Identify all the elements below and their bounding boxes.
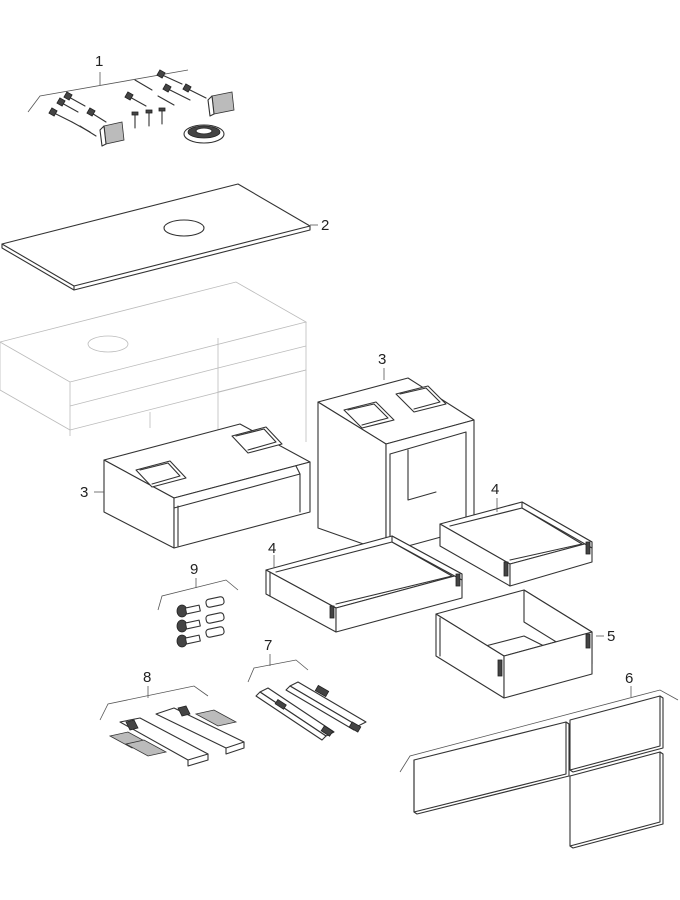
part-3-tall-cabinet: 3 — [317, 351, 475, 553]
part-3-low-cabinet: 3 — [80, 423, 311, 549]
part-1-mounting-kit: 1 — [27, 53, 235, 147]
label-part-8: 8 — [143, 669, 151, 686]
part-5-deep-drawer: 5 — [435, 589, 615, 699]
part-4-drawer-large: 4 — [265, 535, 463, 633]
label-part-7: 7 — [264, 637, 272, 654]
part-7-drawer-runners: 7 — [247, 637, 367, 741]
label-part-6: 6 — [625, 670, 633, 687]
part-6-front-panels: 6 — [399, 670, 679, 849]
part-4-drawer-small: 4 — [439, 481, 593, 587]
label-part-9: 9 — [190, 561, 198, 578]
label-part-3-left: 3 — [80, 484, 88, 501]
part-9-screw-set: 9 — [157, 561, 239, 648]
label-part-4-right: 4 — [491, 481, 499, 498]
label-part-3-right: 3 — [378, 351, 386, 368]
label-part-2: 2 — [321, 217, 329, 234]
label-part-4-left: 4 — [268, 540, 276, 557]
label-part-1: 1 — [95, 53, 103, 70]
assembled-cabinet-outline — [0, 281, 308, 442]
part-8-fitting-rails: 8 — [99, 669, 245, 767]
part-2-countertop: 2 — [1, 183, 329, 291]
label-part-5: 5 — [607, 628, 615, 645]
